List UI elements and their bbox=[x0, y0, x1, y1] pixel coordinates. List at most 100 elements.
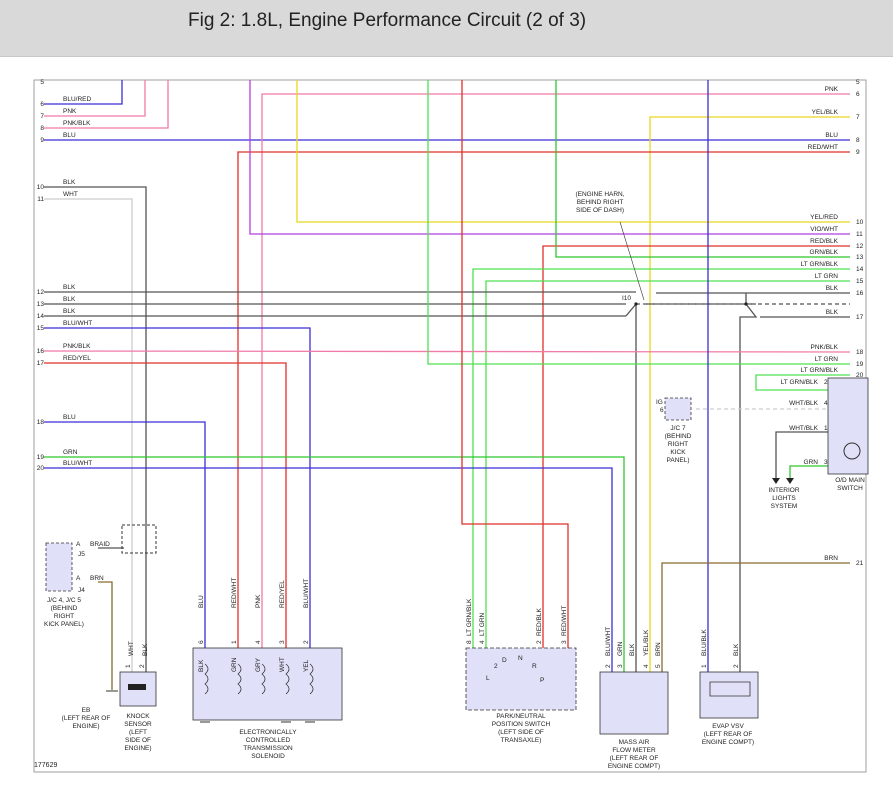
wire-red-pnp bbox=[461, 80, 569, 648]
ect-solenoid-label: SOLENOID bbox=[251, 753, 285, 760]
wire-grn-3 bbox=[789, 465, 828, 478]
knock-wire-label: WHT bbox=[128, 641, 135, 656]
jc7-pin-ig: IG bbox=[656, 399, 663, 406]
ect-wire-label: RED/YEL bbox=[279, 580, 286, 608]
ect-solenoid-label: ELECTRONICALLY bbox=[239, 729, 297, 736]
wire-wht-11 bbox=[44, 198, 133, 672]
right-pin-12: 12 bbox=[856, 243, 864, 250]
left-pin-14: 14 bbox=[37, 313, 45, 320]
left-pin-11: 11 bbox=[37, 196, 44, 203]
figure-header: Fig 2: 1.8L, Engine Performance Circuit … bbox=[0, 0, 893, 57]
pnp-position: R bbox=[532, 663, 537, 670]
label-layer: 56BLU/RED7PNK8PNK/BLK9BLU10BLK11WHT12BLK… bbox=[37, 79, 865, 770]
jc4-label: J/C 4, J/C 5 bbox=[47, 597, 81, 604]
knock-pin: 1 bbox=[125, 664, 132, 668]
right-wire-label: GRN/BLK bbox=[809, 249, 838, 256]
wire-blu-18 bbox=[44, 421, 206, 648]
right-pin-21: 21 bbox=[856, 560, 864, 567]
figure-id: 177629 bbox=[34, 762, 58, 769]
junction-i10-label: I10 bbox=[622, 295, 631, 302]
pnp-pin: 8 bbox=[466, 640, 473, 644]
solenoid-coil-icon bbox=[285, 663, 290, 695]
knock-sensor-label: KNOCK bbox=[126, 713, 150, 720]
knock-sensor-label: SENSOR bbox=[124, 721, 152, 728]
left-wire-label: BLK bbox=[63, 284, 76, 291]
left-wire-label: RED/YEL bbox=[63, 355, 91, 362]
right-wire-label: PNK bbox=[825, 86, 839, 93]
solenoid-coil-icon bbox=[237, 663, 242, 695]
solenoid-coil-icon bbox=[309, 663, 314, 695]
jc7-label: (BEHIND bbox=[665, 433, 692, 440]
maf-label: FLOW METER bbox=[612, 747, 656, 754]
ect-wire-label: RED/WHT bbox=[231, 578, 238, 608]
pnp-position: P bbox=[540, 677, 544, 684]
junction-dot bbox=[744, 302, 748, 306]
vsv-coil-icon bbox=[709, 681, 751, 697]
left-wire-label: PNK/BLK bbox=[63, 120, 91, 127]
ect-solenoid bbox=[192, 647, 343, 721]
maf-pin: 5 bbox=[655, 664, 662, 668]
maf-wire-label: BLK bbox=[629, 643, 636, 656]
eb-label: EB bbox=[82, 707, 91, 714]
pnp-pin: 4 bbox=[479, 640, 486, 644]
wire-ltgrn bbox=[485, 280, 850, 648]
left-pin-17: 17 bbox=[37, 360, 45, 367]
knock-wire-label: BLK bbox=[142, 643, 149, 656]
right-pin-6: 6 bbox=[856, 91, 860, 98]
ect-pin: 6 bbox=[198, 640, 205, 644]
pnp-label: POSITION SWITCH bbox=[492, 721, 551, 728]
left-pin-9: 9 bbox=[40, 137, 44, 144]
evap-wire-label: BLK bbox=[733, 643, 740, 656]
left-pin-13: 13 bbox=[37, 301, 45, 308]
ect-wire-label: PNK bbox=[255, 594, 262, 608]
right-wire-label: YEL/RED bbox=[810, 214, 838, 221]
right-pin-14: 14 bbox=[856, 266, 864, 273]
wire-ltgrn-19 bbox=[427, 80, 850, 365]
pnp-label: TRANSAXLE) bbox=[501, 737, 542, 744]
jc7-connector bbox=[664, 397, 692, 421]
pnp-position: L bbox=[486, 675, 490, 682]
right-pin-13: 13 bbox=[856, 254, 864, 261]
right-wire-label: RED/BLK bbox=[810, 238, 838, 245]
figure-title: Fig 2: 1.8L, Engine Performance Circuit … bbox=[188, 10, 587, 31]
left-wire-label: GRN bbox=[63, 449, 78, 456]
right-wire-label: RED/WHT bbox=[808, 144, 838, 151]
right-wire-label: LT GRN/BLK bbox=[801, 367, 839, 374]
wire-blk-evap bbox=[739, 293, 758, 672]
wire-grn-19 bbox=[44, 456, 625, 672]
pnp-pin: 3 bbox=[561, 640, 568, 644]
right-wire-label: PNK/BLK bbox=[811, 344, 839, 351]
ect-pin: 3 bbox=[279, 640, 286, 644]
wire-pnk bbox=[44, 80, 146, 117]
wire-brn-eb bbox=[98, 581, 113, 690]
wire-brn-21 bbox=[661, 562, 850, 672]
mass-air-flow-meter bbox=[599, 671, 669, 735]
diagram-frame bbox=[33, 79, 867, 773]
jc7-label: J/C 7 bbox=[670, 425, 686, 432]
wire-vio-wht bbox=[249, 80, 850, 235]
left-wire-label: BLK bbox=[63, 296, 76, 303]
left-pin-19: 19 bbox=[37, 454, 45, 461]
maf-wire-label: BRN bbox=[655, 642, 662, 656]
right-pin-16: 16 bbox=[856, 290, 864, 297]
jc7-label: RIGHT bbox=[668, 441, 688, 448]
evap-label: ENGINE COMPT) bbox=[702, 739, 754, 746]
left-wire-label: BLK bbox=[63, 179, 76, 186]
jc4-label: (BEHIND bbox=[51, 605, 78, 612]
left-pin-20: 20 bbox=[37, 465, 45, 472]
left-pin-7: 7 bbox=[40, 113, 44, 120]
left-pin-5: 5 bbox=[40, 79, 44, 86]
od-wire-label: LT GRN/BLK bbox=[781, 379, 819, 386]
left-pin-10: 10 bbox=[37, 184, 45, 191]
eb-label: (LEFT REAR OF bbox=[62, 715, 111, 722]
maf-wire-label: YEL/BLK bbox=[643, 629, 650, 656]
wire-blu-wht-15 bbox=[44, 327, 311, 648]
right-pin-18: 18 bbox=[856, 349, 864, 356]
pnp-wire-label: RED/WHT bbox=[561, 606, 568, 636]
od-switch-label: O/D MAIN bbox=[835, 477, 865, 484]
right-wire-label: VIO/WHT bbox=[810, 226, 838, 233]
left-wire-label: BLU bbox=[63, 414, 76, 421]
left-pin-8: 8 bbox=[40, 125, 44, 132]
right-wire-label: LT GRN/BLK bbox=[801, 261, 839, 268]
wire-pnk-6 bbox=[261, 93, 850, 648]
